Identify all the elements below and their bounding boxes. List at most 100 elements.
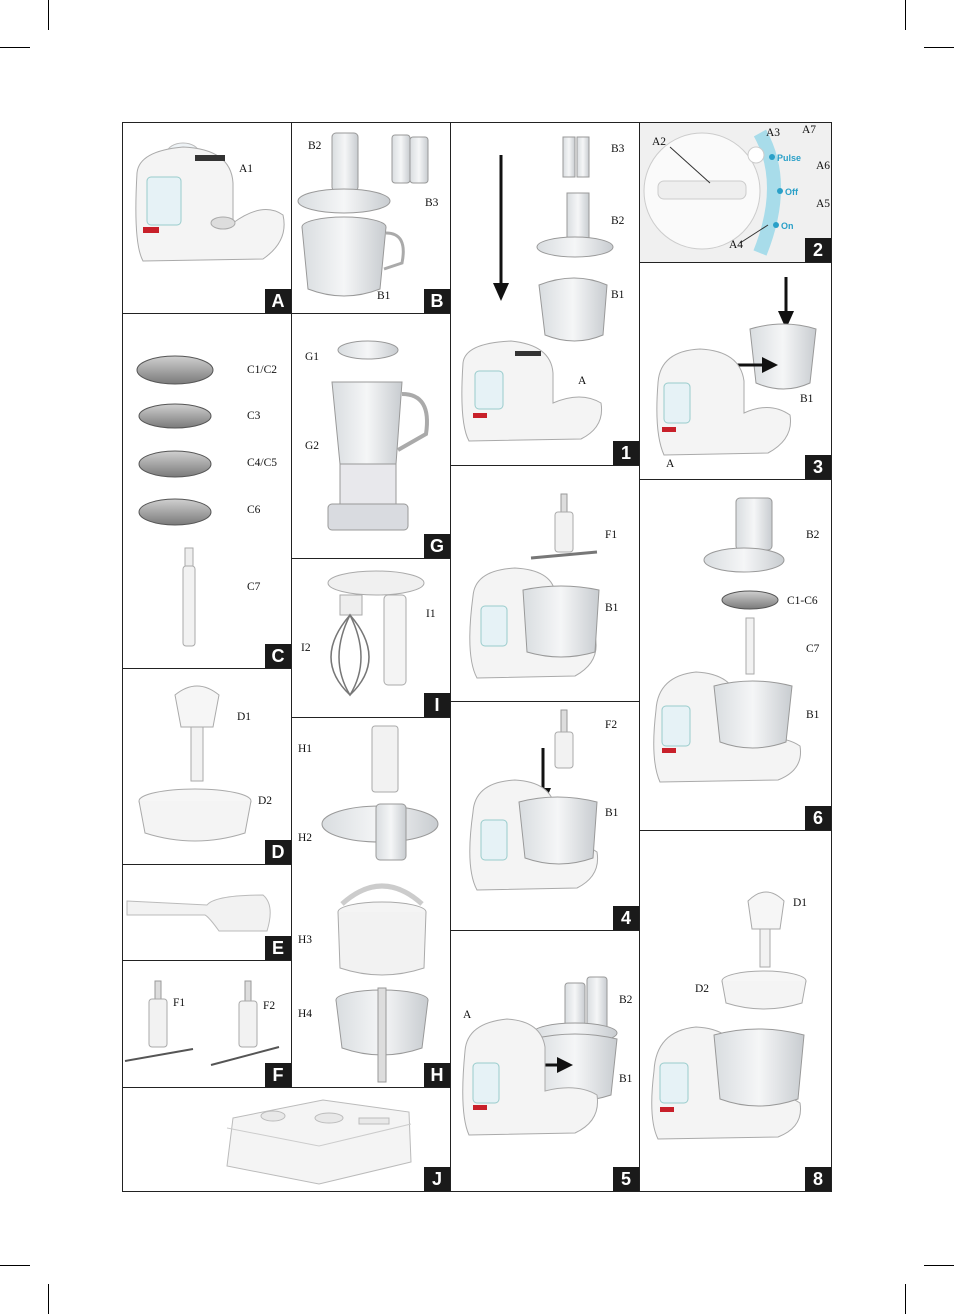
label-a6: A6	[816, 160, 831, 172]
panel-a: A1 A	[122, 122, 292, 314]
label-d1: D1	[237, 711, 252, 723]
panel-step-5: B2 A B1 5	[450, 930, 640, 1192]
panel-badge: C	[265, 644, 291, 668]
blades-image	[124, 980, 280, 1066]
crop-mark	[0, 1265, 30, 1266]
label-d2: D2	[258, 795, 273, 807]
panel-badge: E	[265, 936, 291, 960]
label-h1: H1	[298, 743, 313, 755]
dial-pulse-label: Pulse	[777, 153, 802, 163]
blender-jug-image	[327, 340, 429, 531]
label-c4-c5: C4/C5	[247, 457, 278, 469]
label-b3: B3	[425, 197, 439, 209]
label-c7: C7	[806, 643, 820, 655]
label-i1: I1	[426, 608, 436, 620]
crop-mark	[0, 47, 30, 48]
panel-badge: 8	[805, 1167, 831, 1191]
label-c3: C3	[247, 410, 261, 422]
label-a7: A7	[802, 124, 817, 136]
label-i2: I2	[301, 642, 311, 654]
whisk-attachment-image	[327, 570, 425, 697]
label-a4: A4	[729, 239, 744, 251]
label-a1: A1	[239, 163, 254, 175]
storage-box-image	[226, 1099, 412, 1185]
label-a: A	[666, 458, 675, 470]
label-b1: B1	[377, 290, 391, 302]
crop-mark	[48, 0, 49, 30]
assembly-step-4-image	[469, 709, 599, 891]
panel-badge: J	[424, 1167, 450, 1191]
label-b2: B2	[806, 529, 820, 541]
panel-i: I1 I2 I	[291, 558, 451, 718]
assembly-step-3-image	[656, 277, 817, 456]
label-c1-c2: C1/C2	[247, 364, 278, 376]
panel-badge: A	[265, 289, 291, 313]
label-b1: B1	[800, 393, 814, 405]
label-a5: A5	[816, 198, 831, 210]
food-processor-base-image	[135, 142, 285, 262]
label-b1: B1	[605, 807, 619, 819]
crop-mark	[924, 1265, 954, 1266]
label-h3: H3	[298, 934, 313, 946]
panel-j: J	[122, 1087, 451, 1192]
panel-h: H1 H2 H3 H4 H	[291, 717, 451, 1088]
assembly-chopping-blade-image	[469, 493, 600, 679]
label-f2: F2	[605, 719, 618, 731]
panel-badge: 2	[805, 238, 831, 262]
label-b1: B1	[605, 602, 619, 614]
panel-step-4: F2 B1 4	[450, 701, 640, 931]
crop-mark	[48, 1284, 49, 1314]
label-d1: D1	[793, 897, 808, 909]
label-b1: B1	[619, 1073, 633, 1085]
panel-badge: F	[265, 1063, 291, 1087]
panel-badge: I	[424, 693, 450, 717]
label-b1: B1	[611, 289, 625, 301]
panel-badge: B	[424, 289, 450, 313]
label-a2: A2	[652, 136, 667, 148]
assembly-step-8-image	[651, 891, 807, 1140]
kneading-and-sieve-image	[321, 725, 439, 1083]
panel-f: F1 F2 F	[122, 960, 292, 1088]
panel-b: B2 B3 B1 B	[291, 122, 451, 314]
assembly-step-1-image	[461, 136, 614, 442]
panel-badge: 4	[613, 906, 639, 930]
crop-mark	[905, 0, 906, 30]
panel-step-8: D1 D2 8	[639, 830, 832, 1192]
label-f1: F1	[605, 529, 618, 541]
panel-step-2: A2 A3 A7 A6 A5 A4 Pulse Off On 2	[639, 122, 832, 263]
panel-step-3: B1 A 3	[639, 262, 832, 480]
label-g2: G2	[305, 440, 320, 452]
panel-c: C1/C2 C3 C4/C5 C6 C7 C	[122, 313, 292, 669]
bowl-and-lid-image	[297, 132, 429, 297]
panel-e: E	[122, 864, 292, 961]
label-b3: B3	[611, 143, 625, 155]
panel-badge: 6	[805, 806, 831, 830]
label-f2: F2	[263, 1000, 276, 1012]
label-c7: C7	[247, 581, 261, 593]
dial-on-label: On	[781, 221, 794, 231]
label-a3: A3	[766, 127, 781, 139]
assembly-step-6-image	[653, 497, 802, 783]
label-b2: B2	[308, 140, 322, 152]
label-a: A	[463, 1009, 472, 1021]
label-b2: B2	[611, 215, 625, 227]
label-c1-c6: C1-C6	[787, 595, 818, 607]
panel-badge: 3	[805, 455, 831, 479]
label-f1: F1	[173, 997, 186, 1009]
crop-mark	[924, 47, 954, 48]
citrus-press-image	[138, 685, 252, 842]
slicing-discs-image	[136, 355, 214, 647]
label-h4: H4	[298, 1008, 313, 1020]
label-a: A	[578, 375, 587, 387]
panel-d: D1 D2 D	[122, 668, 292, 865]
label-d2: D2	[695, 983, 710, 995]
dial-off-label: Off	[785, 187, 798, 197]
panel-badge: 5	[613, 1167, 639, 1191]
label-c6: C6	[247, 504, 261, 516]
panel-step-6: B2 C1-C6 C7 B1 6	[639, 479, 832, 831]
panel-step-4a: F1 B1	[450, 465, 640, 702]
label-g1: G1	[305, 351, 320, 363]
panel-g: G1 G2 G	[291, 313, 451, 559]
control-dial-image	[640, 123, 831, 262]
label-b2: B2	[619, 994, 633, 1006]
